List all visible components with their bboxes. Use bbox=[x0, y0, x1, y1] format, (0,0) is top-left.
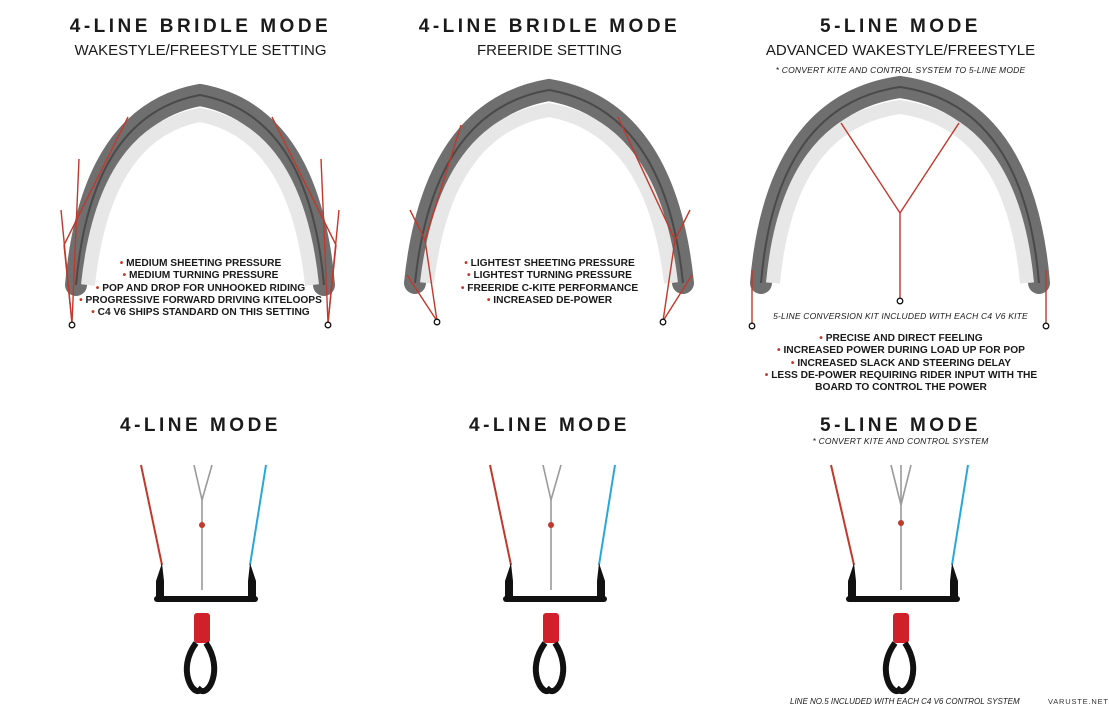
bar-mode-title: 5-LINE MODE bbox=[820, 415, 981, 436]
kite-canopy bbox=[65, 83, 335, 296]
kite-diagram bbox=[404, 78, 694, 326]
feature-item: LESS DE-POWER REQUIRING RIDER INPUT WITH… bbox=[756, 370, 1046, 395]
feature-item: PROGRESSIVE FORWARD DRIVING KITELOOPS bbox=[16, 295, 385, 307]
feature-list: PRECISE AND DIRECT FEELING INCREASED POW… bbox=[756, 333, 1046, 394]
mode-note: * CONVERT KITE AND CONTROL SYSTEM TO 5-L… bbox=[775, 65, 1026, 75]
bar-mode-note: * CONVERT KITE AND CONTROL SYSTEM bbox=[812, 436, 989, 446]
mode-title: 5-LINE MODE bbox=[820, 16, 981, 37]
feature-item: INCREASED POWER DURING LOAD UP FOR POP bbox=[756, 345, 1046, 357]
bar-mode-title: 4-LINE MODE bbox=[120, 415, 281, 436]
feature-list: MEDIUM SHEETING PRESSURE MEDIUM TURNING … bbox=[16, 258, 385, 319]
kite-canopy bbox=[750, 75, 1050, 294]
kite-diagram bbox=[748, 75, 1050, 330]
control-bar-diagram bbox=[830, 464, 969, 695]
mode-subtitle: ADVANCED WAKESTYLE/FREESTYLE bbox=[765, 42, 1036, 59]
control-bar-diagram bbox=[489, 464, 616, 695]
feature-item: LIGHTEST SHEETING PRESSURE bbox=[365, 258, 734, 270]
mode-subtitle: FREERIDE SETTING bbox=[476, 42, 622, 59]
center-line-attach-point bbox=[896, 297, 904, 305]
feature-item: LIGHTEST TURNING PRESSURE bbox=[365, 270, 734, 282]
bridle-left-attach-point bbox=[748, 322, 756, 330]
bar-mode-title: 4-LINE MODE bbox=[469, 415, 630, 436]
bridle-right-attach-point bbox=[659, 318, 667, 326]
feature-item: POP AND DROP FOR UNHOOKED RIDING bbox=[16, 283, 385, 295]
control-bar-diagram bbox=[140, 464, 267, 695]
feature-item: INCREASED DE-POWER bbox=[365, 295, 734, 307]
feature-item: MEDIUM TURNING PRESSURE bbox=[16, 270, 385, 282]
mode-title: 4-LINE BRIDLE MODE bbox=[418, 16, 681, 37]
kite-caption: 5-LINE CONVERSION KIT INCLUDED WITH EACH… bbox=[773, 311, 1028, 321]
column-freeride-setting: 4-LINE BRIDLE MODE FREERIDE SETTING LIGH… bbox=[365, 0, 734, 708]
bridle-left-attach-point bbox=[433, 318, 441, 326]
bridle-right-attach-point bbox=[1042, 322, 1050, 330]
mode-subtitle: WAKESTYLE/FREESTYLE SETTING bbox=[74, 42, 327, 59]
bridle-lines bbox=[751, 122, 1047, 325]
feature-item: INCREASED SLACK AND STEERING DELAY bbox=[756, 358, 1046, 370]
watermark: VARUSTE.NET bbox=[1048, 697, 1109, 706]
column-five-line-mode: 5-LINE MODE ADVANCED WAKESTYLE/FREESTYLE… bbox=[716, 0, 1085, 708]
feature-item: FREERIDE C-KITE PERFORMANCE bbox=[365, 283, 734, 295]
feature-item: C4 V6 SHIPS STANDARD ON THIS SETTING bbox=[16, 307, 385, 319]
feature-item: MEDIUM SHEETING PRESSURE bbox=[16, 258, 385, 270]
footer-note: LINE NO.5 INCLUDED WITH EACH C4 V6 CONTR… bbox=[790, 697, 1020, 706]
column-wakestyle-setting: 4-LINE BRIDLE MODE WAKESTYLE/FREESTYLE S… bbox=[16, 0, 385, 708]
bridle-right-attach-point bbox=[324, 321, 332, 329]
bridle-left-attach-point bbox=[68, 321, 76, 329]
feature-item: PRECISE AND DIRECT FEELING bbox=[756, 333, 1046, 345]
mode-title: 4-LINE BRIDLE MODE bbox=[69, 16, 332, 37]
feature-list: LIGHTEST SHEETING PRESSURE LIGHTEST TURN… bbox=[365, 258, 734, 307]
kite-canopy bbox=[404, 78, 694, 294]
